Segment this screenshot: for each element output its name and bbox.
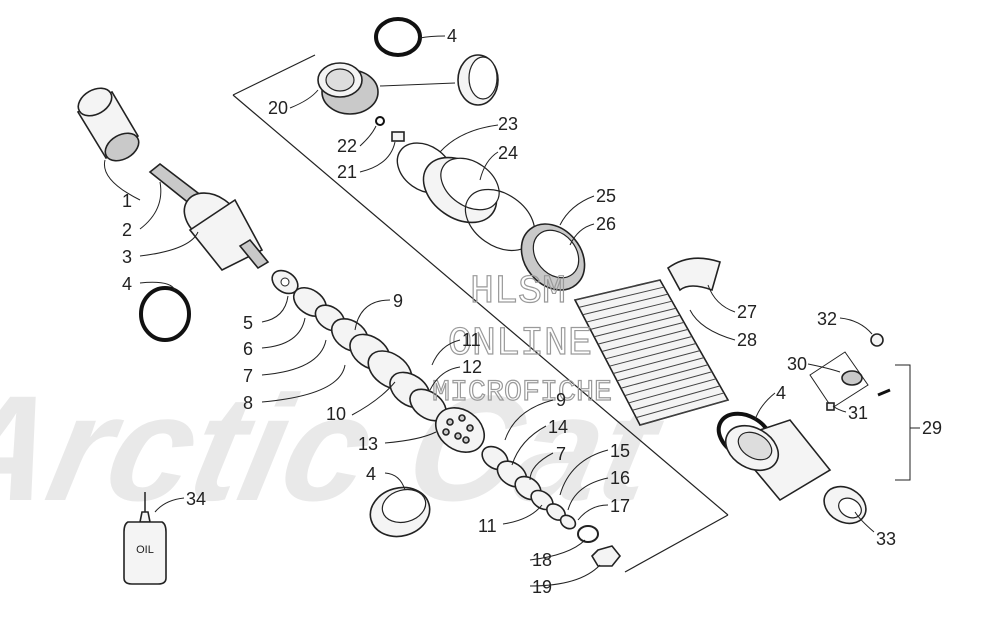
part-bumper xyxy=(666,257,721,292)
callout-7-lower: 7 xyxy=(556,444,566,464)
part-reservoir-cap xyxy=(317,62,456,115)
callout-20: 20 xyxy=(268,98,288,118)
part-bushing-top-left xyxy=(76,87,140,162)
part-nut xyxy=(577,525,622,567)
callout-33: 33 xyxy=(876,529,896,549)
callout-24: 24 xyxy=(498,143,518,163)
callout-4-oring-right: 4 xyxy=(776,383,786,403)
watermark-line1: HLSM xyxy=(470,270,566,315)
callout-5: 5 xyxy=(243,313,253,333)
assembly-outline xyxy=(232,54,729,573)
callout-13: 13 xyxy=(358,434,378,454)
part-oring-top xyxy=(374,17,422,57)
callout-4-top: 4 xyxy=(447,26,457,46)
callout-6: 6 xyxy=(243,339,253,359)
callout-29: 29 xyxy=(922,418,942,438)
watermark-line3: MICROFICHE xyxy=(432,376,612,410)
watermark-brand-text: Arctic Cat xyxy=(0,366,676,533)
callout-17: 17 xyxy=(610,496,630,516)
callout-11-upper: 11 xyxy=(462,330,481,350)
callout-22: 22 xyxy=(337,136,357,156)
leader-lines xyxy=(103,35,875,587)
callout-12: 12 xyxy=(462,357,482,377)
part-piston xyxy=(435,407,485,453)
callout-21: 21 xyxy=(337,162,357,182)
part-band-top xyxy=(457,54,499,106)
callout-14: 14 xyxy=(548,417,568,437)
callout-18: 18 xyxy=(532,550,552,570)
outline-diagonal xyxy=(232,94,729,516)
part-washer-stack-upper xyxy=(271,269,447,422)
callout-19: 19 xyxy=(532,577,552,597)
part-shaft xyxy=(148,162,270,272)
part-band-bottom xyxy=(369,486,431,538)
watermark-center: HLSM ONLINE MICROFICHE xyxy=(431,269,612,410)
part-adjuster-nut xyxy=(520,223,586,291)
callout-30: 30 xyxy=(787,354,807,374)
callout-4-oring-left: 4 xyxy=(122,274,132,294)
callout-31: 31 xyxy=(848,403,868,423)
watermark-line2: ONLINE xyxy=(448,322,592,367)
outline-top-left xyxy=(232,54,316,96)
part-oring-left xyxy=(139,286,191,342)
callout-1: 1 xyxy=(122,191,132,211)
callout-9-upper: 9 xyxy=(393,291,403,311)
part-seal-rings xyxy=(396,142,536,252)
oil-bottle-label: OIL xyxy=(136,544,154,556)
part-spring xyxy=(573,279,730,426)
callout-16: 16 xyxy=(610,468,630,488)
callout-2: 2 xyxy=(122,220,132,240)
callout-15: 15 xyxy=(610,441,630,461)
callout-26: 26 xyxy=(596,214,616,234)
watermark-brand: Arctic Cat xyxy=(0,366,676,533)
callout-7-upper: 7 xyxy=(243,366,253,386)
callout-8: 8 xyxy=(243,393,253,413)
part-valve-core xyxy=(375,116,405,142)
callout-labels: 1 2 3 4 5 6 7 8 9 10 11 12 13 4 9 14 7 1… xyxy=(122,26,942,597)
part-bushing-right xyxy=(823,485,867,525)
part-washer-stack-lower xyxy=(481,445,577,530)
callout-32: 32 xyxy=(817,309,837,329)
callout-25: 25 xyxy=(596,186,616,206)
part-fittings xyxy=(809,333,920,481)
callout-3: 3 xyxy=(122,247,132,267)
callout-11-lower: 11 xyxy=(478,516,497,536)
callout-28: 28 xyxy=(737,330,757,350)
callout-34: 34 xyxy=(186,489,206,509)
outline-bottom xyxy=(624,514,729,573)
callout-23: 23 xyxy=(498,114,518,134)
callout-9-lower: 9 xyxy=(556,390,566,410)
callout-10: 10 xyxy=(326,404,346,424)
oil-bottle: OIL xyxy=(123,492,167,585)
part-lower-body xyxy=(724,419,832,502)
callout-4-band-bottom: 4 xyxy=(366,464,376,484)
callout-27: 27 xyxy=(737,302,757,322)
